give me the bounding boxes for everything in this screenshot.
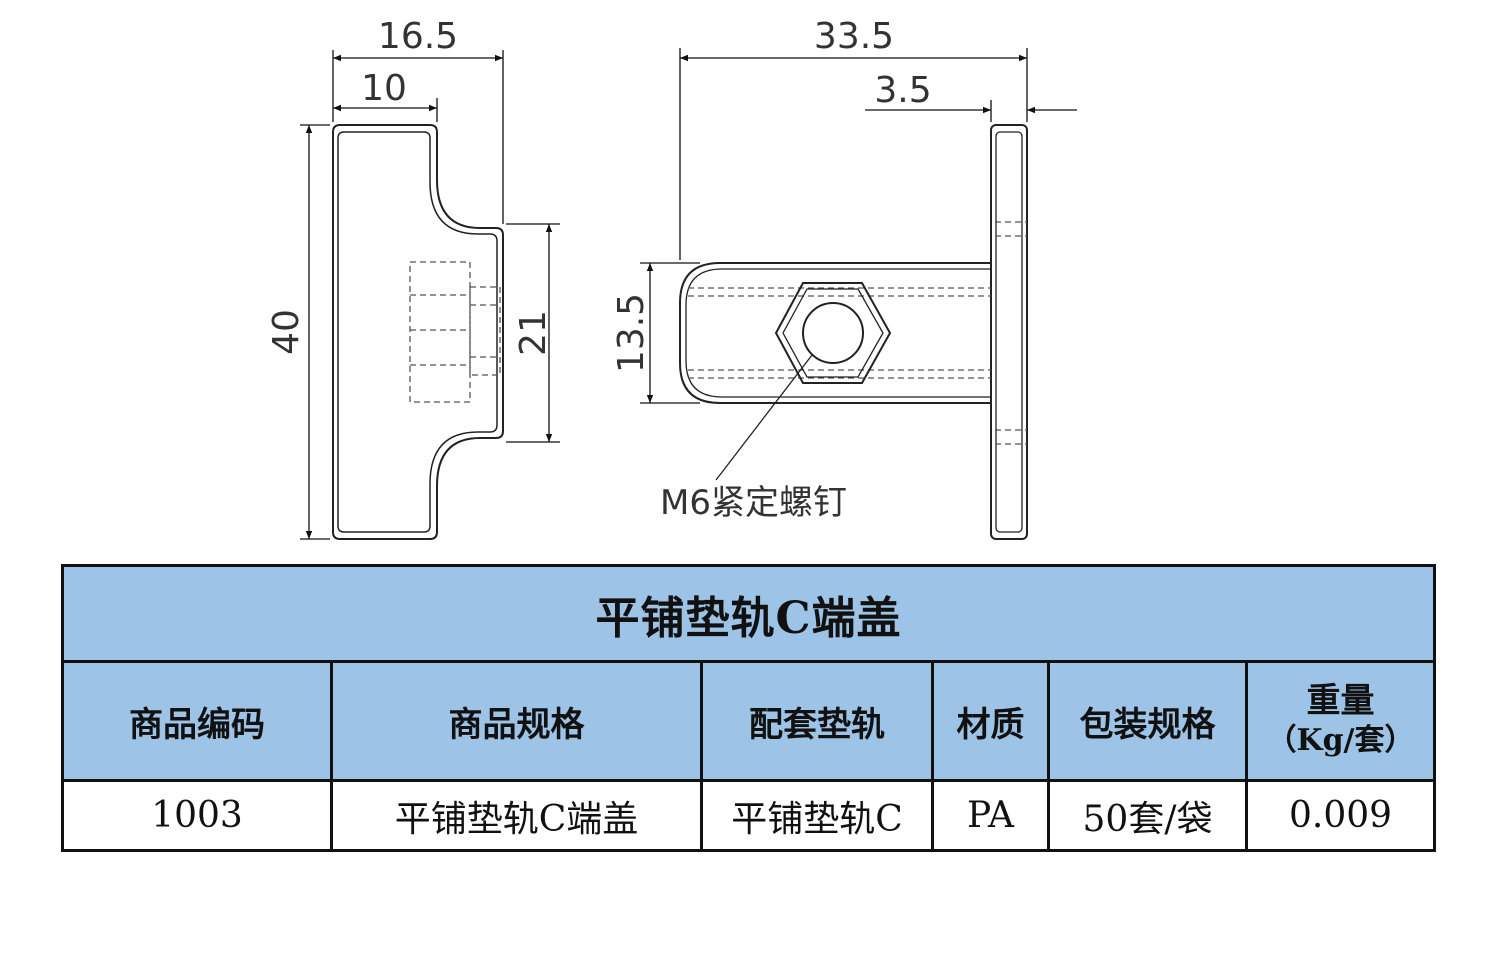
dim-flange-width-label: 10 (361, 68, 407, 109)
table-row: 1003 平铺垫轨C端盖 平铺垫轨C PA 50套/袋 0.009 (61, 779, 1437, 852)
dim-tongue-height-label: 21 (513, 310, 554, 356)
rail-body (679, 262, 991, 404)
technical-drawing: 16.5 10 40 21 33.5 (266, 16, 1077, 540)
header-weight-line1: 重量 (1306, 681, 1375, 721)
header-code: 商品编码 (61, 660, 333, 782)
header-rail: 配套垫轨 (700, 660, 934, 782)
cell-rail: 平铺垫轨C (700, 779, 934, 852)
hidden-nut-lines (409, 261, 501, 403)
cell-code: 1003 (61, 779, 333, 852)
screw-hole (802, 302, 864, 364)
rail-body-inner (685, 268, 991, 398)
dim-body-height-label: 13.5 (611, 293, 652, 373)
header-packing: 包装规格 (1047, 660, 1248, 782)
dim-overall-height-label: 40 (266, 309, 307, 355)
header-spec: 商品规格 (330, 660, 703, 782)
front-view-outer-outline (332, 124, 504, 540)
hex-nut-inner (782, 288, 884, 378)
front-view-dimensions (300, 50, 560, 540)
spec-table: 平铺垫轨C端盖 商品编码 商品规格 配套垫轨 材质 包装规格 重量 （Kg/套）… (60, 564, 1437, 852)
hex-nut (774, 282, 892, 384)
dim-plate-thickness-label: 3.5 (874, 70, 931, 111)
callout-label: M6紧定螺钉 (660, 483, 847, 523)
callout-leader (715, 354, 813, 481)
header-weight-line2: （Kg/套） (1266, 723, 1415, 758)
dim-total-length-label: 33.5 (814, 16, 894, 57)
hidden-rail-lines (688, 221, 1027, 445)
end-plate (990, 124, 1028, 540)
cell-material: PA (931, 779, 1050, 852)
front-view (332, 124, 504, 540)
cell-packing: 50套/袋 (1047, 779, 1248, 852)
side-view-dimensions (640, 48, 1077, 404)
cell-spec: 平铺垫轨C端盖 (330, 779, 703, 852)
table-header-row: 商品编码 商品规格 配套垫轨 材质 包装规格 重量 （Kg/套） (61, 660, 1437, 782)
header-weight: 重量 （Kg/套） (1244, 660, 1437, 782)
side-view (679, 124, 1028, 540)
table-title: 平铺垫轨C端盖 (60, 564, 1437, 663)
dim-overall-width-label: 16.5 (378, 16, 458, 57)
cell-weight: 0.009 (1244, 779, 1437, 852)
end-plate-inner (995, 131, 1023, 533)
header-material: 材质 (931, 660, 1050, 782)
table-title-row: 平铺垫轨C端盖 (60, 564, 1437, 663)
front-view-inner-outline (337, 131, 498, 533)
